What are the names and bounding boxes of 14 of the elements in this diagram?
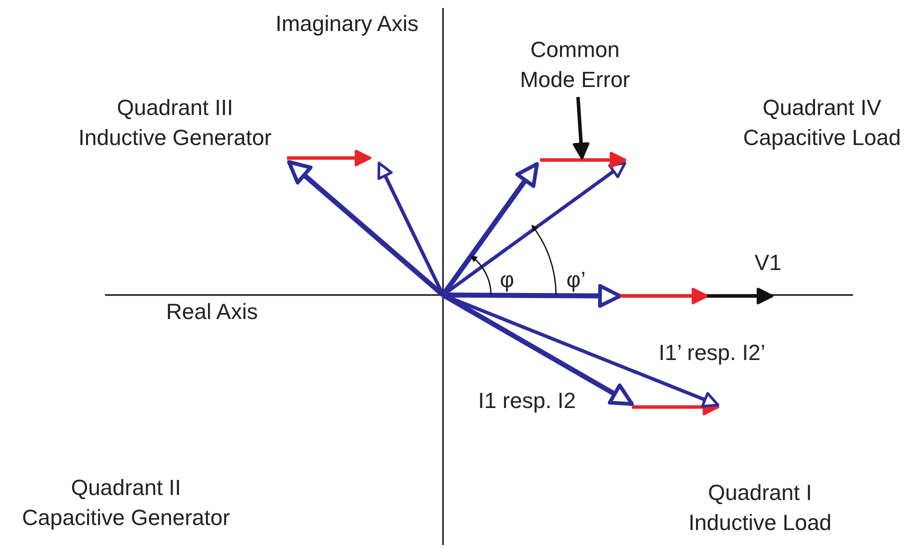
angle-label: φ’ [565, 266, 587, 294]
callout-label: Common Mode Error [500, 35, 650, 95]
quadrant-label: Quadrant III Inductive Generator [77, 94, 273, 152]
quadrant-label: Quadrant I Inductive Load [687, 479, 833, 537]
angle-label: φ [498, 266, 516, 294]
phasor-label: I1’ resp. I2’ [658, 339, 766, 367]
phasor-label: V1 [754, 249, 782, 277]
phasor-label: I1 resp. I2 [477, 387, 577, 415]
axis-label: Real Axis [165, 298, 259, 326]
leader-arrow [572, 96, 590, 160]
quadrant-label: Quadrant II Capacitive Generator [21, 474, 231, 532]
quadrant-label: Quadrant IV Capacitive Load [742, 94, 902, 152]
error-arrow [540, 152, 626, 168]
axis-label: Imaginary Axis [274, 10, 420, 38]
